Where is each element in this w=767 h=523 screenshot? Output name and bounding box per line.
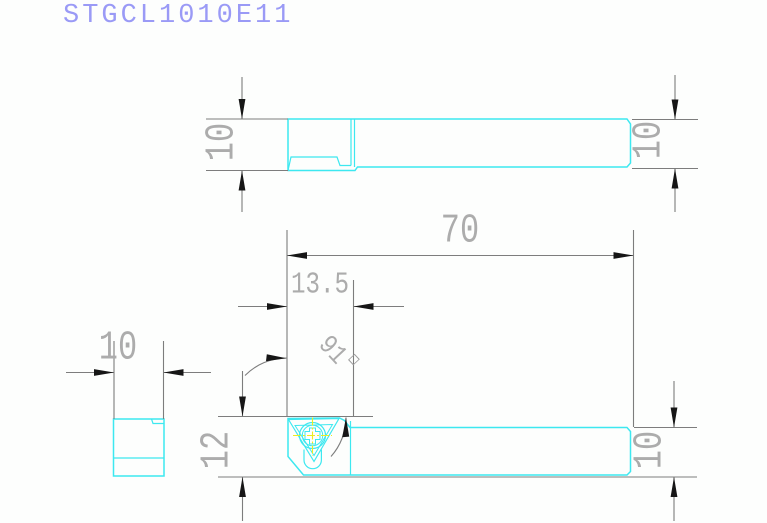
pocket-relief-notch [303,449,322,470]
arrow-right-icon [267,303,287,310]
arrow-down-icon [671,99,679,120]
side-view-head-joint-lines [350,119,356,167]
arrow-up-icon [239,477,246,497]
dimension-arrowheads [94,99,679,497]
top-view-outline [287,417,632,476]
side-view-shank-outline [287,118,632,172]
arrow-down-icon [670,407,678,428]
dimension-lines [66,75,698,521]
arrow-up-icon [671,168,679,189]
dim-angle-arcs [244,357,347,457]
insert-outline [287,417,341,463]
arrow-up-icon [342,417,350,438]
top-view [287,417,632,476]
dim-side-left-lines [206,77,288,212]
arrow-down-icon [239,396,246,417]
arrow-up-icon [238,170,246,191]
dim-shank-width: 10 [627,430,674,470]
side-view [287,118,632,172]
dim-head-width: 12 [194,430,241,470]
dim-overall-length: 70 [440,208,480,255]
arrow-left-icon [353,303,374,310]
drawing-title: STGCL1010E11 [63,1,294,31]
arrow-down-icon [238,99,246,119]
clamp-screw-drive-cross [304,427,321,445]
end-view-outline [112,418,165,477]
arrow-right-icon [266,354,287,362]
arrow-left-icon [163,369,184,376]
screw-center-lines [293,417,332,456]
arrow-right-icon [94,369,114,376]
arrow-up-icon [670,477,678,497]
end-view [112,418,165,477]
dim-side-height-right: 10 [626,120,673,160]
dim-70-lines [286,230,635,427]
dim-end-view-width: 10 [98,325,138,372]
dim-12-lines [218,371,697,521]
dim-head-length: 13.5 [290,267,350,303]
dim-side-right-lines [632,75,698,212]
dim-side-height-left: 10 [199,122,246,162]
arrow-right-icon [613,252,634,259]
side-view-insert-seat [287,156,351,171]
dim-end-10-lines [66,341,211,419]
end-view-notch [150,418,164,425]
arrow-left-icon [287,252,307,259]
